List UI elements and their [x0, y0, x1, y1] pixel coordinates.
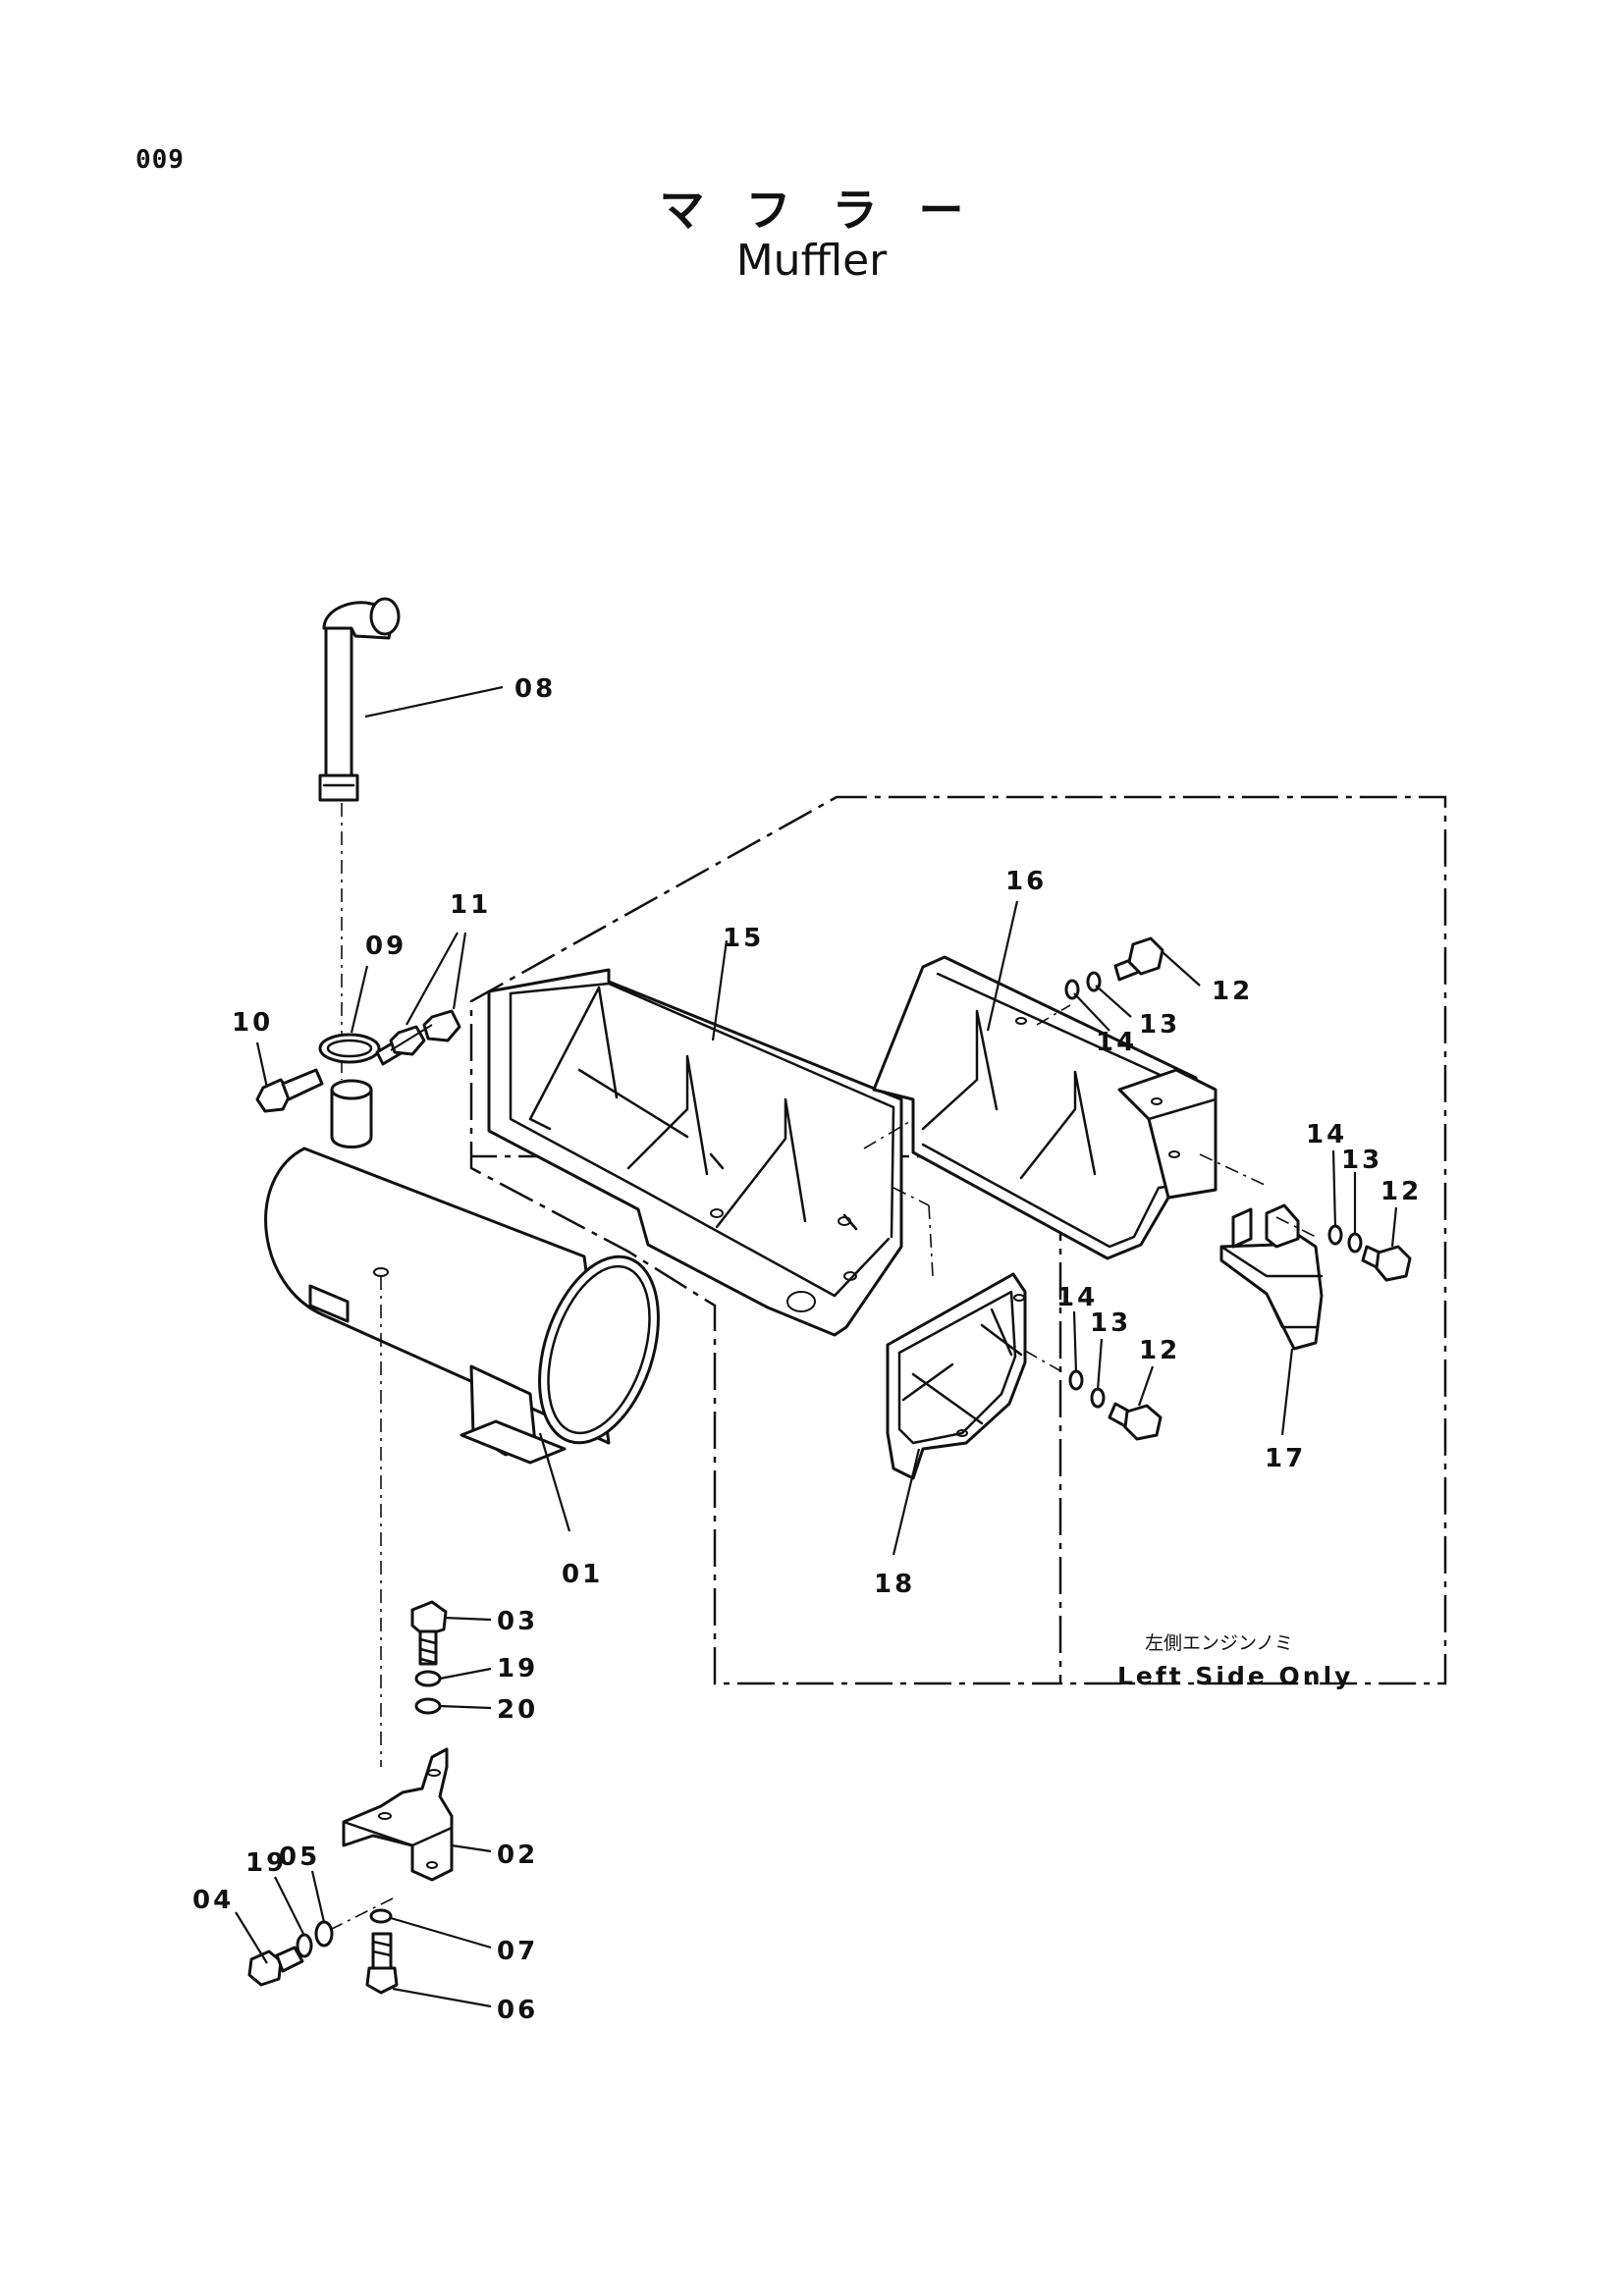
bolt-04: [247, 1946, 304, 1987]
callout-04: 04: [192, 1886, 234, 1915]
callout-13b: 13: [1341, 1146, 1382, 1175]
plate-18: [886, 1272, 1027, 1480]
callout-19b: 19: [245, 1848, 287, 1878]
clamp: [318, 1033, 405, 1066]
callout-09: 09: [365, 932, 406, 961]
callout-05: 05: [279, 1842, 320, 1872]
washer-07: [369, 1908, 393, 1924]
bolt-12c: [1108, 1402, 1163, 1441]
title-english: Muffler: [735, 236, 888, 286]
callout-20: 20: [497, 1695, 538, 1725]
washer-19b: [296, 1933, 313, 1958]
note-english: Left Side Only: [1117, 1662, 1353, 1690]
cover-16: [872, 955, 1217, 1260]
washer-13c: [1090, 1387, 1106, 1409]
bracket-02: [342, 1747, 454, 1882]
washer-14b: [1327, 1224, 1343, 1246]
callout-11: 11: [450, 890, 491, 920]
callout-12b: 12: [1380, 1177, 1422, 1206]
nuts: [389, 1009, 461, 1056]
bolt-12a: [1113, 936, 1164, 982]
callout-12a: 12: [1212, 977, 1253, 1006]
tail-pipe: [318, 597, 401, 802]
callout-06: 06: [497, 1996, 538, 2025]
washer-14c: [1068, 1369, 1084, 1391]
callout-13c: 13: [1090, 1308, 1131, 1338]
callout-labels: 08 09 11 10 01 15 16 12 13 14 14 13 12 1…: [192, 674, 1422, 2025]
callout-14c: 14: [1056, 1283, 1098, 1312]
callout-02: 02: [497, 1841, 538, 1870]
callout-07: 07: [497, 1937, 538, 1966]
note-japanese: 左側エンジンノミ: [1145, 1632, 1293, 1654]
callout-01: 01: [562, 1560, 603, 1589]
cover-15: [487, 968, 903, 1337]
bolt-12b: [1361, 1245, 1412, 1282]
callout-08: 08: [514, 674, 556, 704]
bolt-03: [410, 1600, 448, 1666]
callout-15: 15: [723, 924, 764, 953]
muffler-body: [264, 1079, 660, 1465]
page-number: 009: [135, 145, 185, 175]
callout-03: 03: [497, 1607, 538, 1636]
callout-14a: 14: [1096, 1028, 1137, 1057]
callout-16: 16: [1005, 867, 1047, 896]
washer-05: [314, 1920, 334, 1948]
bolt-06: [365, 1932, 399, 1995]
washer-13b: [1347, 1232, 1363, 1254]
callout-13a: 13: [1139, 1010, 1180, 1040]
washer-19: [414, 1670, 442, 1687]
callout-17: 17: [1265, 1444, 1306, 1473]
bracket-17: [1219, 1203, 1324, 1351]
title-japanese: マフラー: [659, 184, 1005, 237]
callout-18: 18: [874, 1570, 915, 1599]
bolt-10: [255, 1068, 324, 1113]
callout-12c: 12: [1139, 1336, 1180, 1365]
callout-14b: 14: [1306, 1120, 1347, 1149]
callout-10: 10: [232, 1008, 273, 1038]
washer-20: [414, 1697, 442, 1715]
callout-19a: 19: [497, 1654, 538, 1683]
leader-lines: [235, 685, 1398, 2008]
